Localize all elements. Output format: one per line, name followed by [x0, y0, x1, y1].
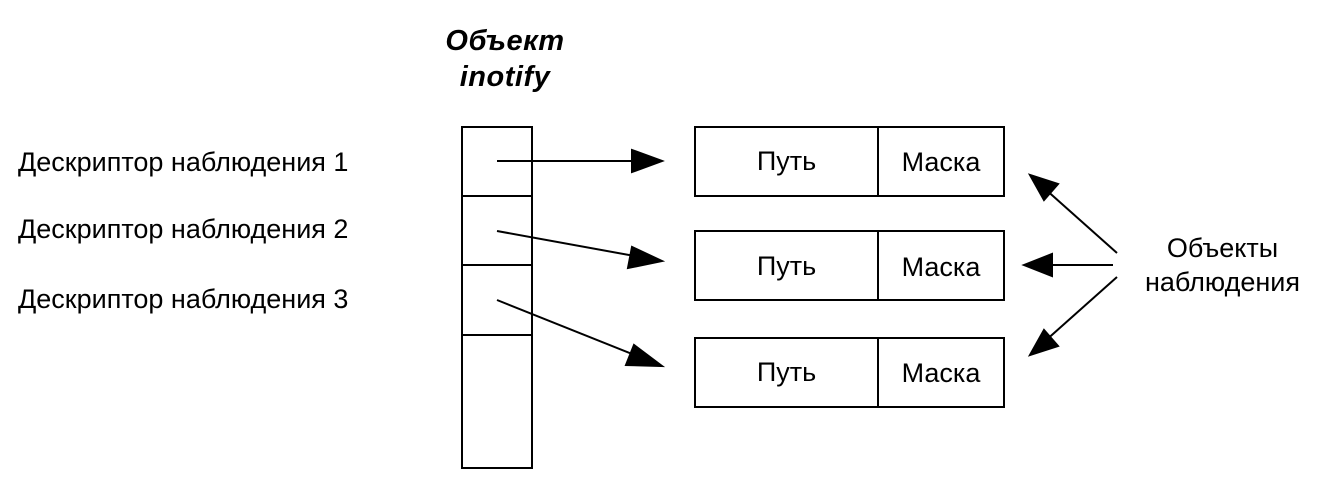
arrow-head-label-to-watch-3: [1027, 328, 1060, 357]
watch-object-box-3: [694, 337, 1005, 408]
arrow-head-descriptor-1: [631, 148, 665, 174]
descriptor-label-1: Дескриптор наблюдения 1: [18, 147, 349, 177]
arrow-line-label-to-watch-3: [1043, 276, 1118, 343]
watch-objects-label-line1: Объекты: [1166, 233, 1279, 263]
arrow-line-label-to-watch-1: [1043, 187, 1118, 254]
arrow-head-descriptor-3: [624, 343, 666, 368]
descriptor-label-3: Дескриптор наблюдения 3: [18, 284, 349, 314]
inotify-object-column: [461, 126, 533, 469]
watch-object-mask-3: Маска: [901, 358, 981, 388]
watch-object-path-3: Путь: [756, 357, 817, 387]
watch-object-box-1: [694, 126, 1005, 197]
arrow-head-descriptor-2: [626, 245, 666, 270]
descriptor-label-2: Дескриптор наблюдения 2: [18, 214, 349, 244]
arrow-head-label-to-watch-1: [1027, 173, 1060, 202]
watch-object-mask-1: Маска: [901, 147, 981, 177]
watch-object-box-2: [694, 230, 1005, 301]
inotify-object-title-line2: inotify: [459, 61, 551, 93]
arrow-head-label-to-watch-2: [1021, 252, 1053, 278]
inotify-object-frame: [461, 126, 533, 469]
arrow-line-descriptor-3: [496, 299, 643, 359]
watch-object-path-2: Путь: [756, 251, 817, 281]
arrow-line-descriptor-2: [496, 230, 641, 258]
watch-objects-label-line2: наблюдения: [1145, 267, 1300, 297]
inotify-object-title-line1: Объект: [445, 25, 565, 57]
watch-object-path-1: Путь: [756, 146, 817, 176]
watch-object-mask-2: Маска: [901, 252, 981, 282]
